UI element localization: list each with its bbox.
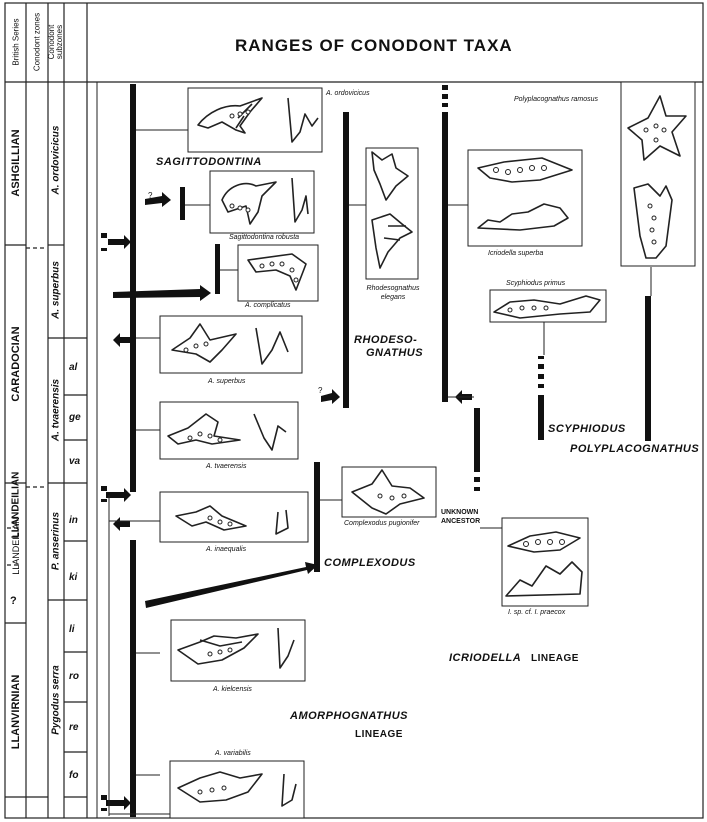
label-amorphognathus-lineage: LINEAGE [355, 729, 403, 740]
subzone-re: re [69, 722, 79, 733]
subzone-ro: ro [69, 671, 79, 682]
caption-scyphiodus-primus: Scyphiodus primus [506, 280, 566, 287]
subzone-fo: fo [69, 770, 79, 781]
caption-rhodesognathus-elegans: Rhodesognathus elegans [366, 285, 420, 301]
subzone-al: al [69, 362, 78, 373]
question-mark-sagittodontina: ? [148, 191, 153, 200]
label-icriodella-lineage: LINEAGE [531, 653, 579, 664]
label-scyphiodus: SCYPHIODUS [548, 423, 626, 435]
caption-icriodella-superba: Icriodella superba [488, 250, 544, 257]
caption-a-complicatus: A. complicatus [245, 302, 291, 309]
caption-a-ordovicicus: A. ordovicicus [326, 90, 370, 97]
subzone-va: va [69, 456, 81, 467]
question-mark-rhodesognathus: ? [318, 386, 323, 395]
caption-a-variabilis: A. variabilis [215, 750, 251, 757]
subzone-ki: ki [69, 572, 78, 583]
label-unknown: UNKNOWN [441, 509, 479, 516]
caption-icriodella-praecox: I. sp. cf. I. praecox [508, 609, 566, 616]
caption-a-kielcensis: A. kielcensis [213, 686, 252, 693]
label-amorphognathus: AMORPHOGNATHUS [290, 710, 409, 722]
label-ancestor: ANCESTOR [441, 518, 481, 525]
label-rhodeso-1: RHODESO- [354, 334, 418, 346]
series-question: ? [10, 595, 17, 607]
caption-a-tvaerensis: A. tvaerensis [206, 463, 247, 470]
label-unknown-ancestor: UNKNOWN ANCESTOR [441, 508, 480, 526]
subzone-li: li [69, 624, 75, 635]
label-sagittodontina: SAGITTODONTINA [156, 156, 262, 168]
caption-sagittodontina-robusta: Sagittodontina robusta [229, 234, 300, 241]
label-rhodeso-2: GNATHUS [366, 347, 424, 359]
page-title: RANGES OF CONODONT TAXA [235, 36, 513, 55]
caption-complexodus-pugionifer: Complexodus pugionifer [344, 520, 420, 527]
caption-a-inaequalis: A. inaequalis [206, 546, 247, 553]
caption-polyplacognathus-ramosus: Polyplacognathus ramosus [514, 96, 599, 103]
subzone-in: in [69, 515, 78, 526]
caption-a-superbus: A. superbus [208, 378, 246, 385]
label-icriodella: ICRIODELLA [449, 652, 522, 664]
label-complexodus: COMPLEXODUS [324, 557, 416, 569]
label-polyplacognathus: POLYPLACOGNATHUS [570, 443, 700, 455]
subzone-ge: ge [69, 412, 81, 423]
